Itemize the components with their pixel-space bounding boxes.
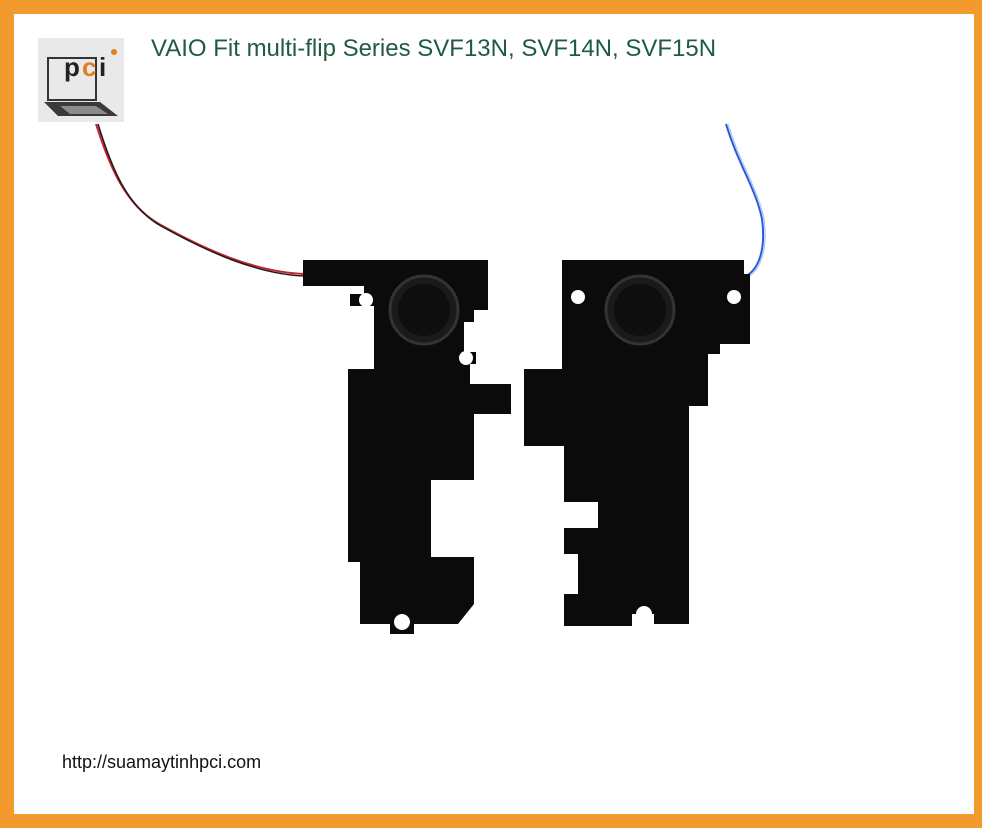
left-speaker xyxy=(303,260,511,634)
product-card: p c i VAIO Fit multi-flip Series SVF13N,… xyxy=(14,14,974,814)
svg-text:p: p xyxy=(64,52,80,82)
speaker-pair-photo xyxy=(95,123,766,634)
product-title: VAIO Fit multi-flip Series SVF13N, SVF14… xyxy=(151,35,717,62)
right-speaker xyxy=(524,260,750,626)
website-url: http://suamaytinhpci.com xyxy=(62,752,262,772)
laptop-logo-icon: p c i xyxy=(44,49,118,116)
svg-text:i: i xyxy=(99,52,106,82)
left-speaker-wire xyxy=(95,123,305,275)
svg-text:c: c xyxy=(82,52,96,82)
pci-logo: p c i xyxy=(38,38,124,122)
right-speaker-wire xyxy=(725,123,765,277)
